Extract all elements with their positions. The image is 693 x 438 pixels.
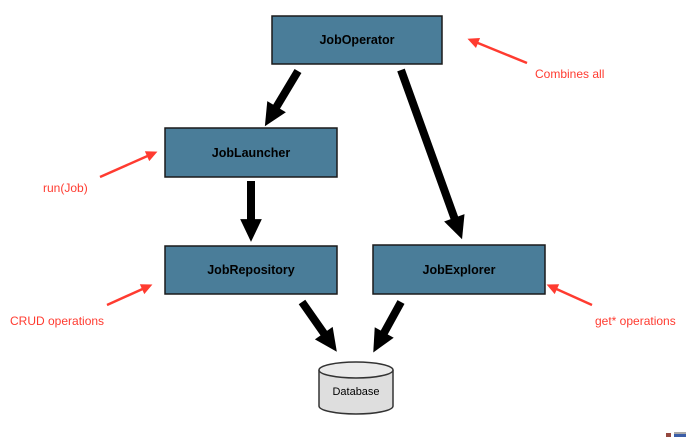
watermark-fragment-right xyxy=(674,432,686,437)
annotation-crud-operations: CRUD operations xyxy=(10,284,153,328)
node-database: Database xyxy=(318,361,394,415)
joboperator-label: JobOperator xyxy=(319,33,394,47)
node-jobexplorer: JobExplorer xyxy=(372,244,546,295)
get-operations-label: get* operations xyxy=(595,314,676,328)
database-cylinder-body xyxy=(318,370,394,415)
combines-all-arrow xyxy=(467,38,528,65)
jobrepository-box xyxy=(164,245,338,295)
node-jobrepository: JobRepository xyxy=(164,245,338,295)
joboperator-box xyxy=(271,15,443,65)
jobrepository-label: JobRepository xyxy=(207,263,295,277)
watermark-fragment-left xyxy=(666,433,671,437)
crud-operations-label: CRUD operations xyxy=(10,314,104,328)
joblauncher-label: JobLauncher xyxy=(212,146,291,160)
arrow-joboperator-to-joblauncher xyxy=(264,68,302,127)
annotation-combines-all: Combines all xyxy=(467,38,604,81)
run-job-arrow xyxy=(99,151,158,179)
get-operations-arrow xyxy=(546,284,593,307)
arrow-joboperator-to-jobexplorer xyxy=(397,68,465,240)
database-cylinder-top xyxy=(318,361,394,379)
annotation-get-operations: get* operations xyxy=(546,284,676,328)
arrow-jobrepository-to-database xyxy=(298,299,337,352)
arrow-jobexplorer-to-database xyxy=(373,300,405,353)
annotation-run-job: run(Job) xyxy=(43,151,158,195)
node-joboperator: JobOperator xyxy=(271,15,443,65)
jobexplorer-box xyxy=(372,244,546,295)
jobexplorer-label: JobExplorer xyxy=(423,263,496,277)
combines-all-label: Combines all xyxy=(535,67,604,81)
database-label: Database xyxy=(332,386,379,398)
joblauncher-box xyxy=(164,127,338,178)
corner-watermark-fragment xyxy=(666,431,686,437)
node-joblauncher: JobLauncher xyxy=(164,127,338,178)
crud-operations-arrow xyxy=(106,284,153,307)
edge-arrows xyxy=(240,68,465,353)
run-job-label: run(Job) xyxy=(43,181,88,195)
